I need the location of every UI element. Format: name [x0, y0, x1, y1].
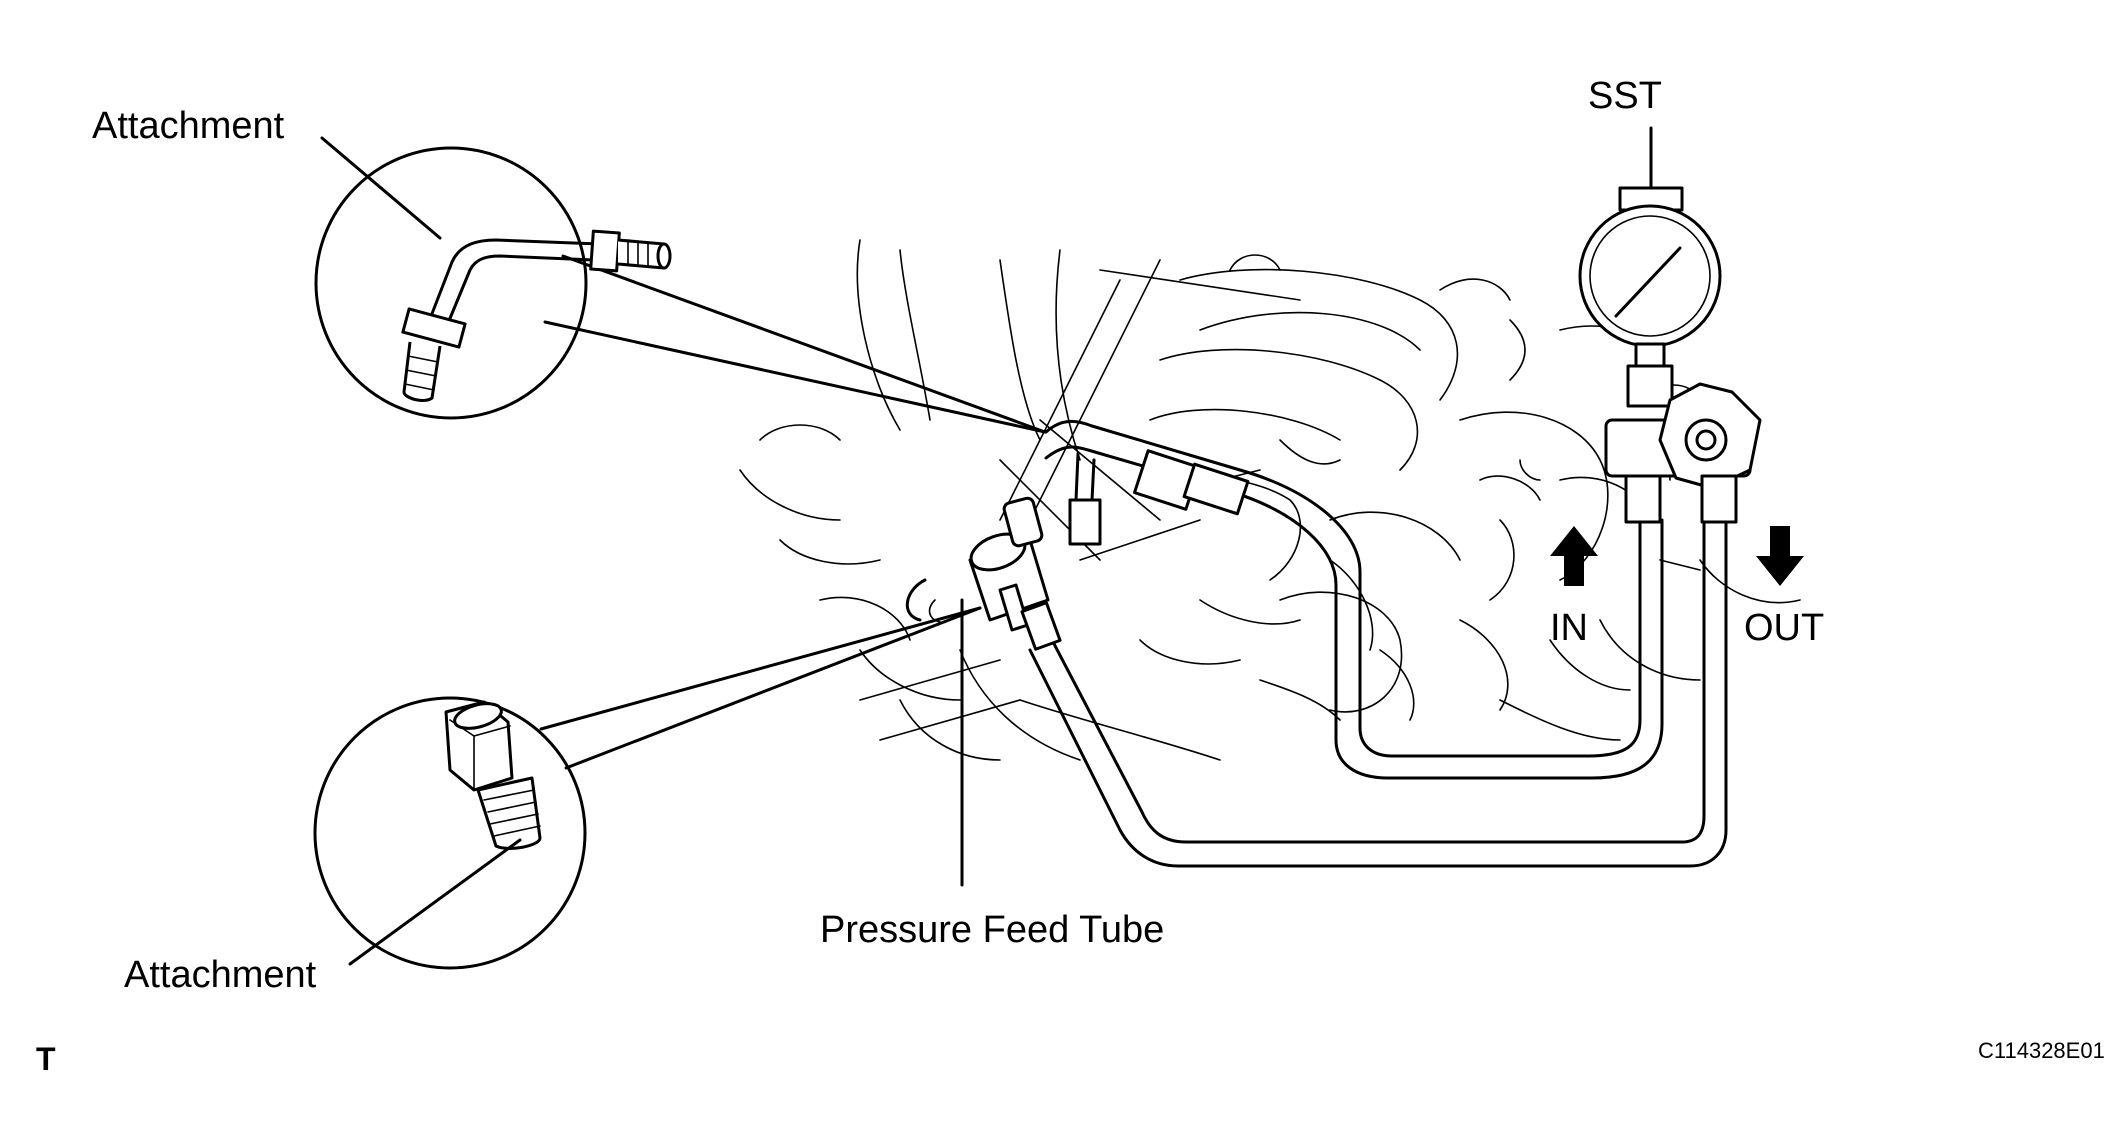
sst-label: SST: [1588, 75, 1662, 117]
in-port: [1624, 474, 1662, 524]
detail-circle-bottom: [313, 696, 587, 970]
attachment-bottom-detail: [313, 606, 982, 970]
in-hose-outer: [1044, 420, 1642, 758]
hose-lines: [905, 420, 1728, 887]
pointer-line-bottom-a: [539, 606, 982, 731]
attachment-top-leader: [320, 136, 442, 240]
detail-circle-top: [314, 146, 588, 420]
gauge-needle: [1614, 246, 1682, 318]
attachment-bottom-label: Attachment: [124, 954, 317, 996]
bent-tube-outer: [426, 238, 602, 326]
attachment-top-detail: [314, 146, 1047, 434]
attachment-top-label: Attachment: [92, 105, 285, 147]
out-port: [1700, 474, 1738, 524]
fitting-thread: [476, 776, 542, 850]
pointer-line-bottom-b: [564, 606, 982, 770]
pointer-line-top-a: [543, 320, 1047, 434]
arrow-up-icon: [1550, 526, 1598, 586]
hex-nut-top: [589, 229, 621, 273]
out-hose-outer: [1028, 518, 1728, 868]
bent-tube-inner: [444, 254, 596, 330]
in-hose-inner: [1044, 445, 1664, 780]
hex-nut-bottom: [401, 307, 467, 349]
out-hose-inner: [1050, 518, 1706, 844]
pointer-line-top-b: [561, 254, 1047, 434]
pressure-gauge-icon: [1578, 204, 1722, 348]
engine-background-sketch: [739, 239, 1801, 761]
sst-gauge-assembly: [1578, 126, 1762, 524]
figure-code: C114328E01: [1978, 1038, 2105, 1063]
out-label: OUT: [1744, 607, 1824, 649]
arrow-down-icon: [1756, 526, 1804, 586]
corner-mark: T: [36, 1041, 56, 1077]
attachment-bottom-leader: [348, 838, 522, 966]
in-label: IN: [1550, 607, 1588, 649]
pressure-feed-tube-label: Pressure Feed Tube: [820, 909, 1164, 951]
upper-connector: [1068, 498, 1102, 546]
